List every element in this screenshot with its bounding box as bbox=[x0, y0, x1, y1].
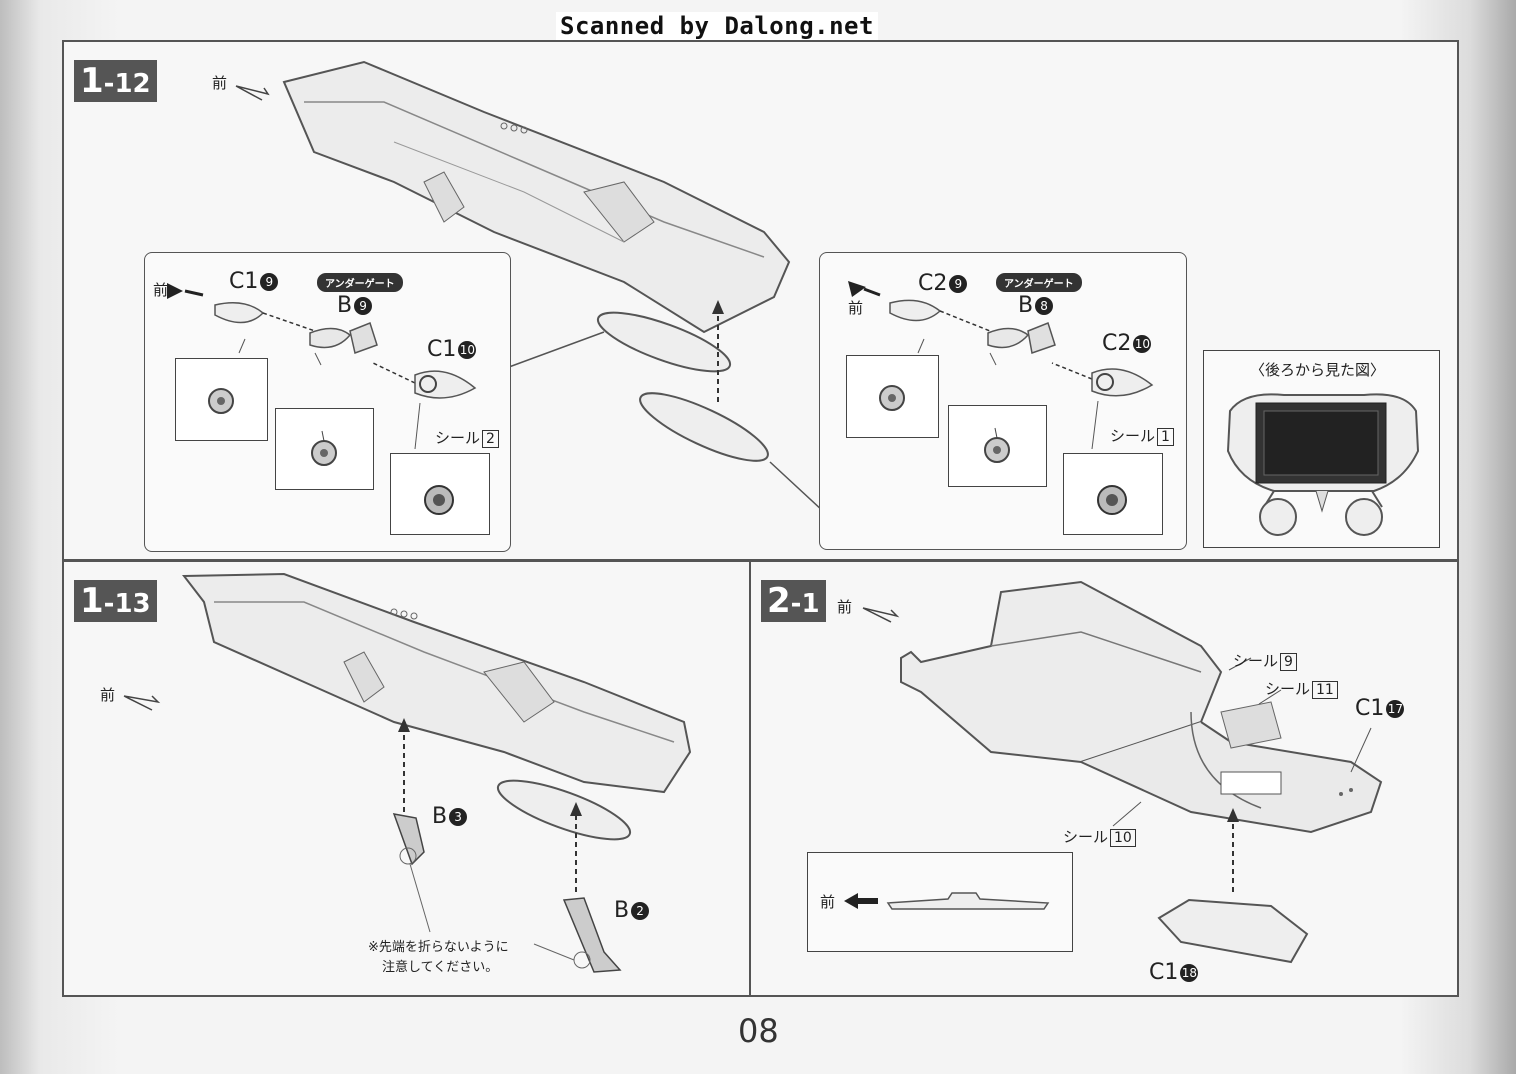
part-b3-shape bbox=[392, 813, 425, 866]
nose-cone-part bbox=[889, 299, 942, 322]
detail-callout-1 bbox=[175, 358, 268, 441]
caution-note-line1: ※先端を折らないように bbox=[368, 940, 509, 955]
step-badge-1-13: 1-13 bbox=[74, 580, 157, 622]
front-label: 前 bbox=[848, 299, 864, 317]
detail-callout-2 bbox=[948, 405, 1047, 487]
nose-cone-part bbox=[214, 302, 265, 324]
connector-part bbox=[309, 327, 352, 349]
ship-hull-illustration bbox=[181, 572, 692, 794]
pod bbox=[496, 779, 632, 841]
ship-hull-illustration bbox=[282, 60, 791, 334]
step-badge-2-1: 2-1 bbox=[761, 580, 826, 622]
rear-view-box: 〈後ろから見た図〉 bbox=[1203, 350, 1440, 548]
detail-callout-3 bbox=[1063, 453, 1163, 535]
step-badge-1-12: 1-12 bbox=[74, 60, 157, 102]
undergate-badge: アンダーゲート bbox=[317, 273, 403, 292]
undergate-badge: アンダーゲート bbox=[996, 273, 1082, 292]
detail-callout-3 bbox=[390, 453, 490, 535]
lower-pod bbox=[639, 392, 769, 462]
upper-pod bbox=[596, 311, 732, 373]
rear-view-label: 〈後ろから見た図〉 bbox=[1250, 361, 1386, 379]
detail-callout-1 bbox=[846, 355, 939, 438]
connector-part bbox=[987, 327, 1030, 349]
front-label: 前 bbox=[820, 893, 836, 911]
part-c1-18-shape bbox=[1157, 898, 1309, 964]
scanner-watermark: Scanned by Dalong.net bbox=[556, 12, 878, 40]
tail-part bbox=[414, 370, 477, 399]
step-1-12-drawing bbox=[235, 60, 825, 514]
detail-callout-2 bbox=[275, 408, 374, 490]
front-direction-label: 前 bbox=[837, 598, 853, 616]
caution-note-line2: 注意してください。 bbox=[382, 960, 499, 975]
front-direction-detail: 前 bbox=[807, 852, 1073, 952]
page-number: 08 bbox=[738, 1012, 779, 1050]
step-1-13-drawing bbox=[123, 572, 692, 973]
tail-part bbox=[1091, 368, 1154, 397]
part-b2-shape bbox=[562, 897, 622, 973]
front-label: 前 bbox=[153, 281, 169, 299]
front-direction-label: 前 bbox=[212, 74, 228, 92]
step-2-1-drawing bbox=[862, 580, 1383, 964]
hull-section-illustration bbox=[900, 580, 1383, 834]
front-direction-label: 前 bbox=[100, 686, 116, 704]
